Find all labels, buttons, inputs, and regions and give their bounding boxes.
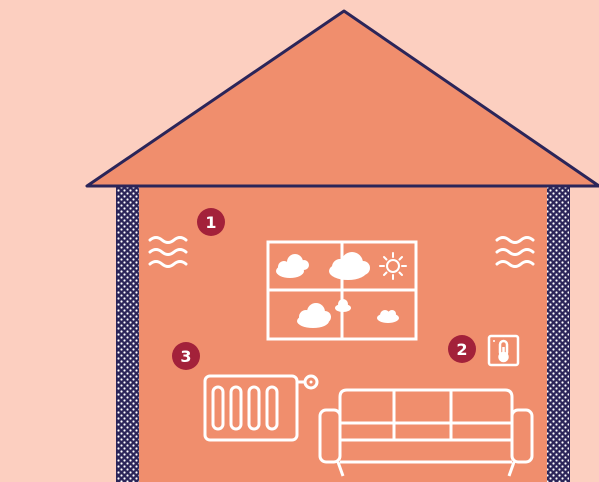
marker-1-label: 1	[205, 213, 216, 232]
marker-3-label: 3	[180, 347, 191, 366]
roof	[87, 11, 599, 186]
left-wall-insulation	[117, 186, 139, 482]
marker-2-label: 2	[456, 340, 467, 359]
marker-2: 2	[448, 335, 476, 363]
right-wall-insulation	[547, 186, 569, 482]
marker-1: 1	[197, 208, 225, 236]
marker-3: 3	[172, 342, 200, 370]
